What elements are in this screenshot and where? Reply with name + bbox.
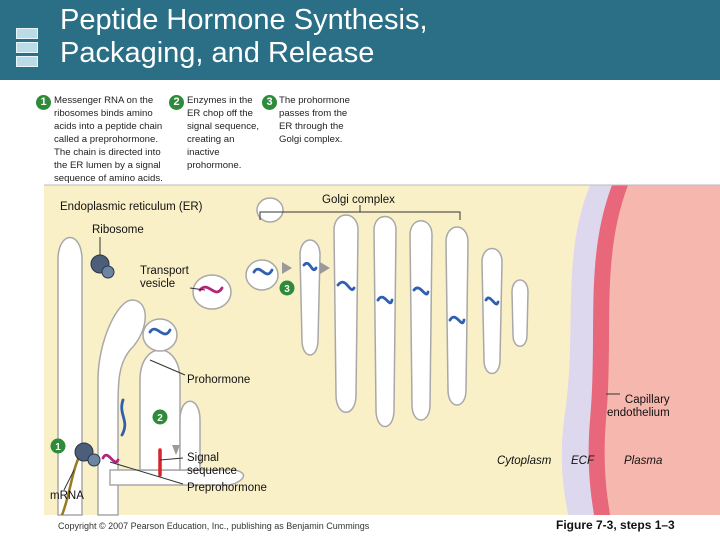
transport-vesicle (192, 274, 232, 310)
preprohormone-chain (101, 453, 120, 464)
step-2-marker: 2 (169, 95, 184, 110)
ribosome-icon (87, 453, 101, 467)
diagram-marker-1 (50, 438, 66, 454)
prohormone-chain (302, 262, 318, 271)
ecf-label: ECF (571, 455, 594, 467)
preprohormone-label: Preprohormone (187, 482, 267, 494)
prohormone-chain (336, 280, 356, 291)
leader-lines (63, 205, 620, 491)
ribosome-label: Ribosome (92, 224, 144, 236)
transport-vesicle (245, 259, 279, 291)
prohormone-label: Prohormone (187, 374, 251, 386)
golgi-complex (256, 197, 529, 428)
diagram-marker-3 (279, 280, 295, 296)
signal-sequence-label: Signal sequence (187, 452, 237, 477)
golgi-label: Golgi complex (322, 194, 395, 206)
diagram-marker-2-label: 2 (157, 413, 163, 424)
diagram-marker-2 (152, 409, 168, 425)
step-3-marker: 3 (262, 95, 277, 110)
diagram-marker-1-label: 1 (55, 442, 61, 453)
preprohormone-chain (198, 285, 224, 294)
prohormone-chain (252, 267, 274, 276)
step-1-text: Messenger RNA on the ribosomes binds ami… (54, 95, 163, 184)
er-label: Endoplasmic reticulum (ER) (60, 201, 203, 213)
step-2-text: Enzymes in the ER chop off the signal se… (187, 95, 260, 171)
mrna-label: mRNA (50, 490, 84, 502)
slide-title: Peptide Hormone Synthesis, Packaging, an… (60, 4, 428, 69)
header-bar: Peptide Hormone Synthesis, Packaging, an… (0, 0, 720, 80)
plasma-label: Plasma (624, 455, 663, 467)
prohormone-chain (148, 327, 172, 336)
slide-logo-icon (16, 28, 38, 67)
copyright-notice: Copyright © 2007 Pearson Education, Inc.… (58, 521, 370, 531)
prohormone-chain (412, 286, 430, 296)
prohormone-chain (376, 295, 394, 305)
capillary-endothelium-label: Capillary endothelium (607, 394, 670, 419)
step-1-marker: 1 (36, 95, 51, 110)
ribosome-icon (74, 442, 94, 462)
diagram-marker-3-label: 3 (284, 284, 290, 295)
figure-caption: Figure 7-3, steps 1–3 (556, 518, 675, 532)
transport-vesicle (142, 318, 178, 352)
plasma-region (604, 185, 720, 515)
cytoplasm-label: Cytoplasm (497, 455, 552, 467)
step-3-text: The prohormone passes from the ER throug… (279, 95, 350, 145)
transport-vesicle-label: Transport vesicle (140, 265, 189, 290)
prohormone-chain (484, 296, 500, 306)
ribosome-icon (101, 265, 115, 279)
protein-chains (101, 262, 500, 477)
prohormone-chain (120, 398, 127, 437)
prohormone-chain (448, 315, 466, 325)
transport-arrows (172, 262, 330, 455)
